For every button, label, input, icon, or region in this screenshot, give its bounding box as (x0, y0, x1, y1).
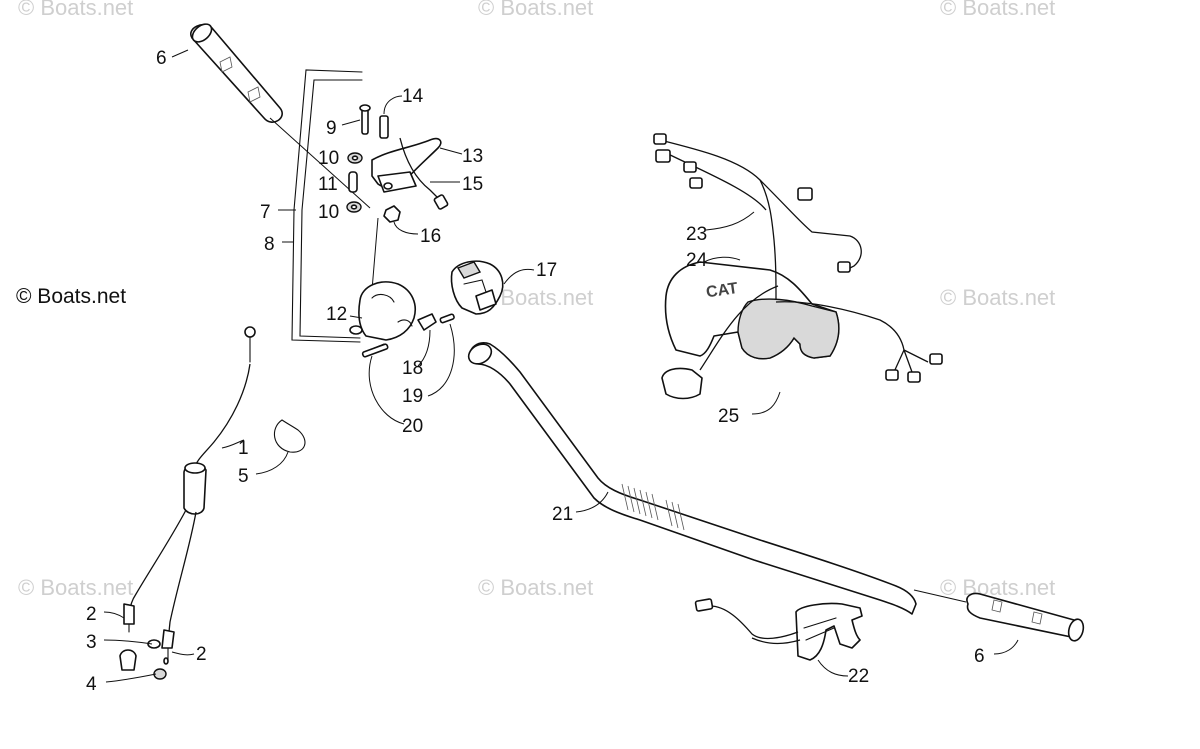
callout-9: 9 (326, 118, 337, 139)
watermark: © Boats.net (940, 575, 1055, 600)
throttle-housing (349, 217, 455, 425)
callout-24: 24 (686, 250, 708, 271)
callout-5: 5 (238, 466, 249, 487)
pin (341, 104, 371, 135)
heater-element (694, 598, 863, 677)
watermark: © Boats.net (478, 0, 593, 20)
callout-13: 13 (462, 146, 483, 167)
copyright-notice: © Boats.net (16, 285, 127, 308)
callout-25: 25 (718, 406, 739, 427)
callout-6b: 6 (974, 646, 985, 667)
cable-ring (255, 419, 306, 475)
watermark: © Boats.net (18, 575, 133, 600)
throttle-cable (103, 326, 256, 683)
callout-3: 3 (86, 632, 97, 653)
handlebar-cover: CAT (664, 256, 840, 415)
cable-bracket (278, 69, 363, 343)
watermark: © Boats.net (18, 0, 133, 20)
callout-7: 7 (260, 202, 271, 223)
watermark: © Boats.net (940, 0, 1055, 20)
watermark-layer: © Boats.net © Boats.net © Boats.net © Bo… (18, 0, 1055, 600)
left-grip (190, 23, 371, 209)
clip (379, 95, 403, 139)
throttle-lever (371, 137, 463, 193)
callout-12: 12 (326, 304, 347, 325)
callout-17: 17 (536, 260, 557, 281)
callout-labels: 6 14 9 10 13 11 15 7 10 16 8 17 12 18 19… (86, 48, 985, 695)
kill-switch-wire (399, 137, 460, 210)
switch-housing (450, 260, 535, 315)
callout-2b: 2 (196, 644, 207, 665)
callout-23: 23 (686, 224, 707, 245)
callout-18: 18 (402, 358, 423, 379)
callout-8: 8 (264, 234, 275, 255)
callout-6: 6 (156, 48, 167, 69)
watermark: © Boats.net (478, 575, 593, 600)
callout-22: 22 (848, 666, 869, 687)
cover-logo: CAT (705, 280, 739, 301)
callout-21: 21 (552, 504, 573, 525)
callout-10: 10 (318, 148, 339, 169)
callout-16: 16 (420, 226, 441, 247)
callout-14: 14 (402, 86, 424, 107)
watermark: © Boats.net (940, 285, 1055, 310)
callout-19: 19 (402, 386, 423, 407)
nut (383, 205, 419, 235)
callout-2: 2 (86, 604, 97, 625)
callout-4: 4 (86, 674, 97, 695)
callout-20: 20 (402, 416, 423, 437)
callout-1: 1 (238, 438, 249, 459)
washers (346, 152, 363, 213)
right-grip (913, 589, 1085, 655)
handlebar (467, 342, 917, 615)
callout-10b: 10 (318, 202, 339, 223)
callout-11: 11 (318, 174, 338, 195)
wiring-harness (653, 133, 943, 400)
callout-15: 15 (462, 174, 483, 195)
